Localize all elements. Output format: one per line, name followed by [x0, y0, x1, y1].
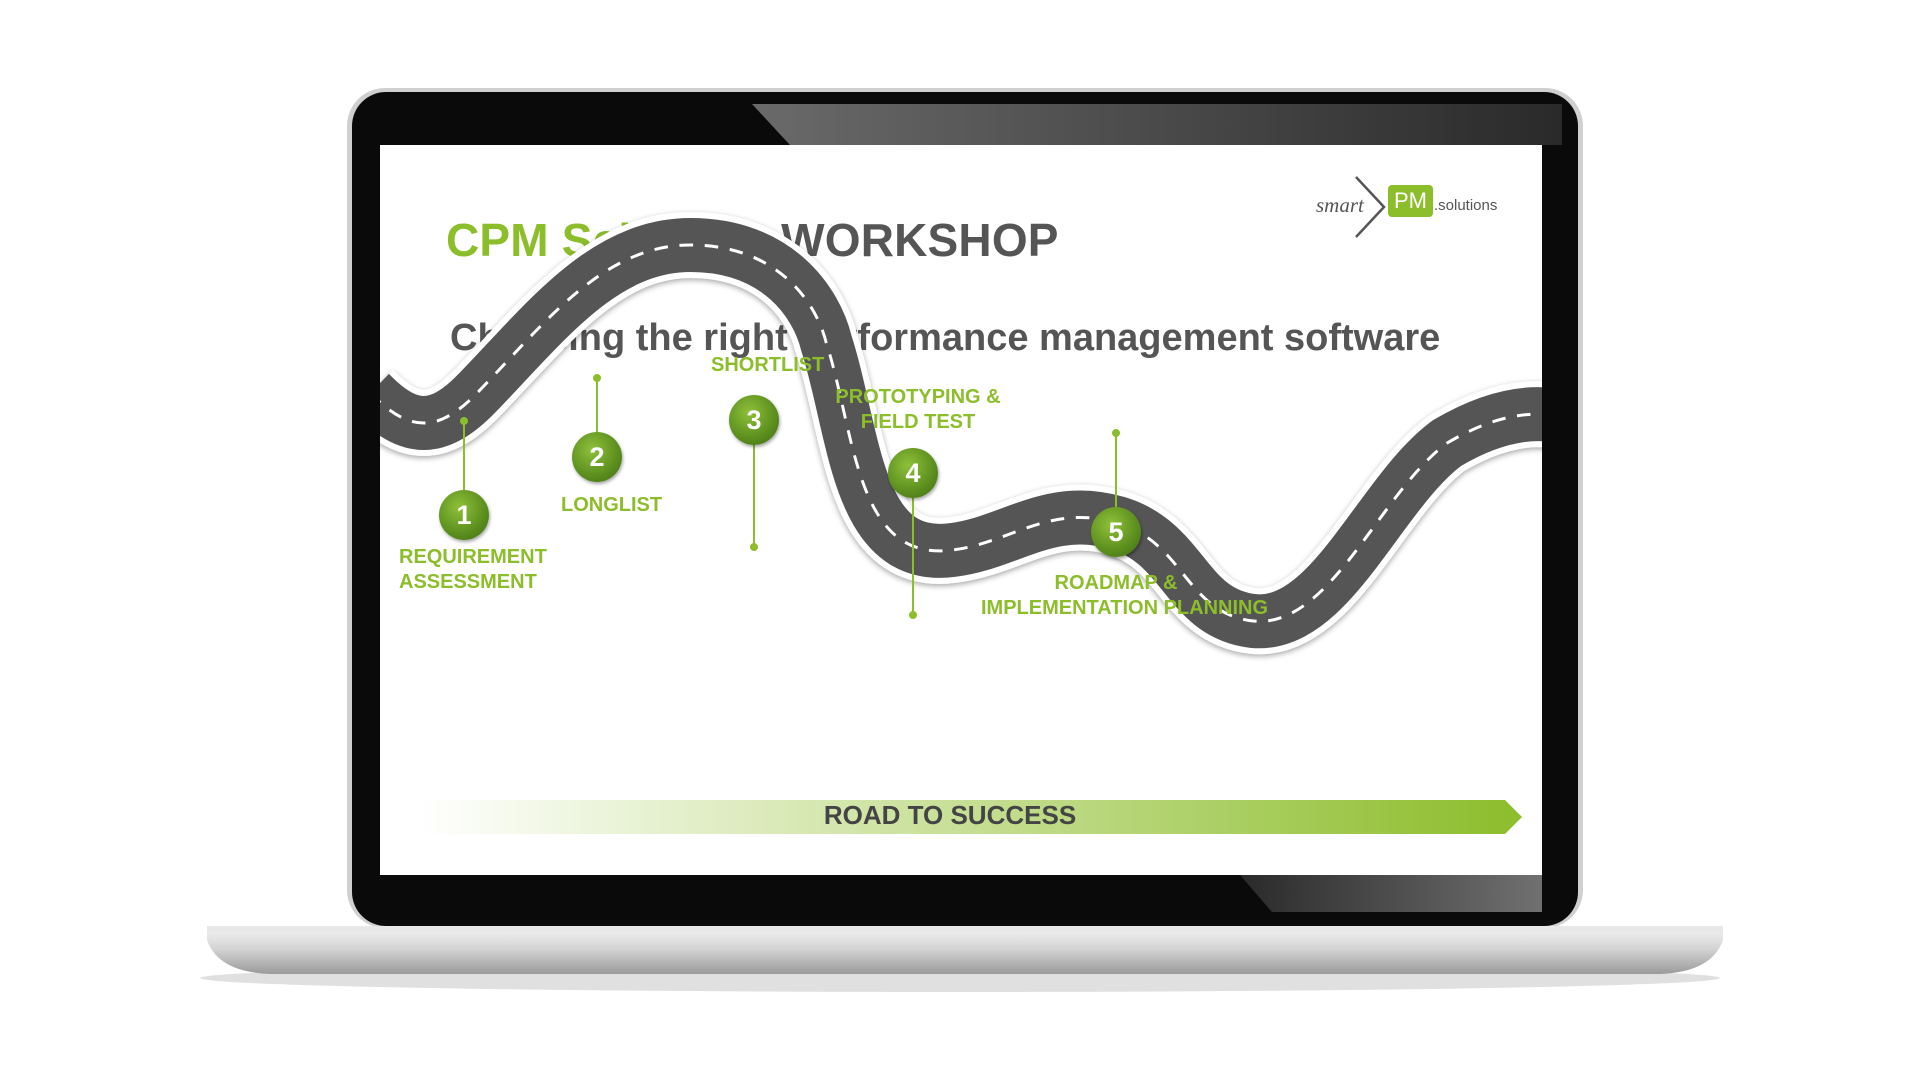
road-lane-markings: [380, 243, 1542, 623]
step-4-label-line2: FIELD TEST: [860, 411, 976, 433]
logo-pm-text: PM: [1388, 185, 1433, 217]
step-1-label-line1: REQUIREMENT: [399, 546, 547, 568]
slide-subtitle: Choosing the right performance managemen…: [450, 317, 1441, 359]
company-logo: smart PM .solutions: [1316, 173, 1516, 243]
presentation-slide: CPM Selection WORKSHOP Choosing the righ…: [380, 145, 1542, 875]
step-5-badge: 5: [1091, 507, 1141, 557]
step-5-label: ROADMAP & IMPLEMENTATION PLANNING: [981, 571, 1269, 621]
step-2-badge: 2: [572, 432, 622, 482]
step-3-label-line1: SHORTLIST: [711, 354, 825, 376]
step-2-label-line1: LONGLIST: [561, 494, 663, 516]
step-4-badge: 4: [888, 448, 938, 498]
step-1-badge: 1: [439, 490, 489, 540]
logo-chevron-icon: [1355, 176, 1386, 238]
step-3-badge: 3: [729, 395, 779, 445]
road-to-success-text: ROAD TO SUCCESS: [823, 800, 1077, 830]
step-4-label: PROTOTYPING & FIELD TEST: [833, 385, 1003, 435]
road-to-success-arrow: [420, 800, 1522, 834]
step-5-label-line1: ROADMAP &: [1054, 572, 1178, 594]
step-5-label-line2: IMPLEMENTATION PLANNING: [981, 597, 1269, 619]
logo-solutions-text: .solutions: [1434, 197, 1498, 214]
title-main-text: WORKSHOP: [781, 214, 1059, 266]
step-1-label: REQUIREMENT ASSESSMENT: [399, 545, 547, 595]
road-graphic: [380, 211, 1542, 834]
step-1-label-line2: ASSESSMENT: [399, 571, 537, 593]
step-3-label: SHORTLIST: [711, 353, 824, 378]
step-2-label: LONGLIST: [561, 493, 662, 518]
logo-smart-text: smart: [1316, 193, 1364, 217]
step-4-label-line1: PROTOTYPING &: [835, 386, 1001, 408]
